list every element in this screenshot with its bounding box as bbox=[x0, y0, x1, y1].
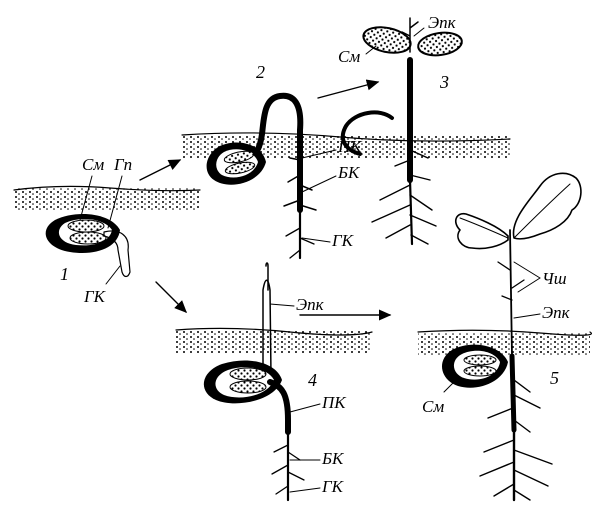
stage-3-number: 3 bbox=[439, 72, 449, 92]
arrow-1-to-2 bbox=[139, 159, 182, 181]
label-stage4-epicotyl: Эпк bbox=[296, 295, 325, 314]
label-stage3-lateral-root: БК bbox=[337, 163, 361, 182]
soil-surface-1 bbox=[13, 185, 201, 210]
stage-4-number: 4 bbox=[308, 370, 317, 390]
label-stage4-lateral-root: БК bbox=[321, 449, 345, 468]
label-stage5-cotyledon: См bbox=[422, 397, 444, 416]
stage-5-number: 5 bbox=[550, 368, 559, 388]
label-stage3-main-root: ГК bbox=[331, 231, 355, 250]
label-stage5-epicotyl: Эпк bbox=[542, 303, 571, 322]
stage-3-seedling bbox=[362, 17, 463, 246]
stage-1-seed bbox=[45, 214, 131, 278]
label-stage1-cotyledon: См bbox=[82, 155, 104, 174]
label-stage5-scales: Чш bbox=[542, 269, 567, 288]
label-stage4-main-root: ГК bbox=[321, 477, 345, 496]
stage-4-seedling bbox=[203, 262, 305, 502]
label-stage4-hypocotyl: ПК bbox=[321, 393, 347, 412]
label-stage3-epicotyl: Эпк bbox=[428, 13, 457, 32]
leader-lines bbox=[79, 27, 541, 493]
label-stage1-hypocotyl: Гп bbox=[113, 155, 132, 174]
stage-1-number: 1 bbox=[60, 264, 69, 284]
stage-5-seedling bbox=[441, 172, 582, 502]
arrow-1-to-4 bbox=[155, 281, 187, 313]
label-stage1-main-root: ГК bbox=[83, 287, 107, 306]
arrow-2-to-3 bbox=[317, 79, 380, 99]
soil-surface-4 bbox=[175, 327, 373, 353]
soil-surface-5 bbox=[417, 329, 592, 355]
label-stage3-hypocotyl: ПК bbox=[337, 137, 363, 156]
stage-2-number: 2 bbox=[256, 62, 265, 82]
label-stage3-cotyledon: См bbox=[338, 47, 360, 66]
stage-2-seedling bbox=[206, 92, 394, 260]
